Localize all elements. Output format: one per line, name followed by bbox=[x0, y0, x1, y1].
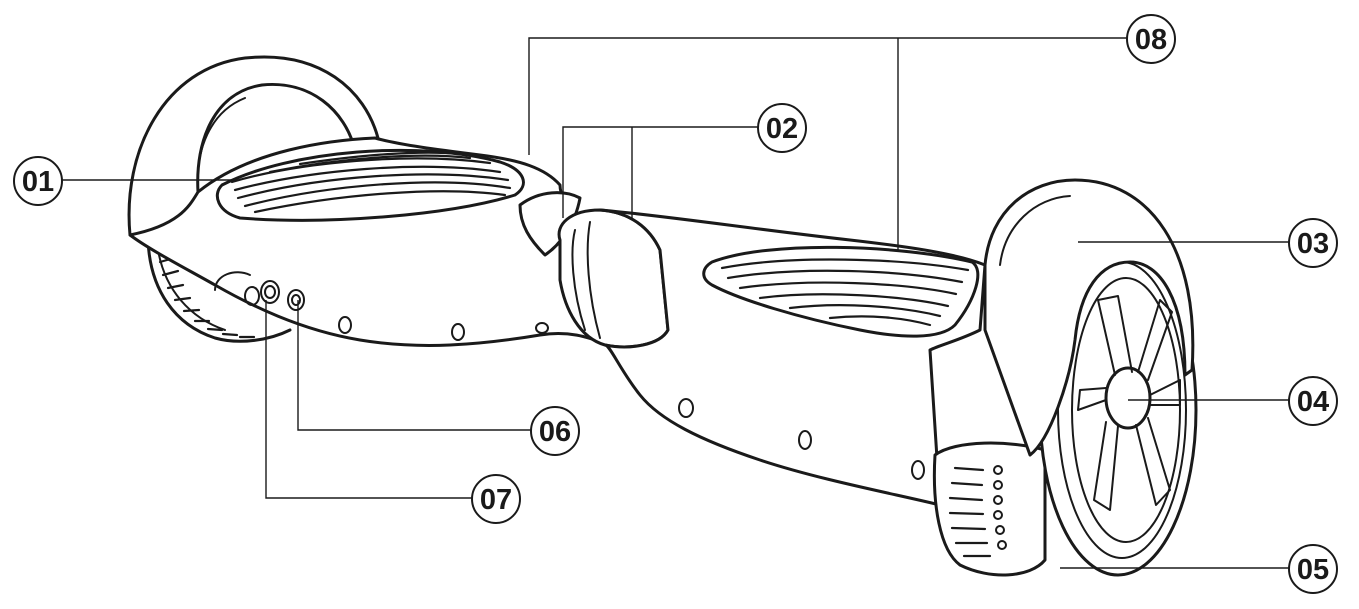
left-body-housing bbox=[128, 136, 612, 347]
callout-04: 04 bbox=[1288, 376, 1338, 426]
wheel-spokes bbox=[1077, 295, 1181, 511]
leader-06 bbox=[297, 300, 532, 431]
leader-02 bbox=[562, 126, 760, 218]
callout-label-01: 01 bbox=[22, 166, 54, 198]
center-pivot bbox=[557, 208, 670, 349]
charge-port bbox=[214, 271, 251, 291]
callout-03: 03 bbox=[1288, 218, 1338, 268]
callout-06: 06 bbox=[530, 406, 580, 456]
callout-08: 08 bbox=[1126, 14, 1176, 64]
right-fender bbox=[983, 178, 1195, 457]
right-foot-pad bbox=[702, 245, 980, 338]
left-fender bbox=[127, 55, 380, 242]
callout-label-07: 07 bbox=[480, 484, 512, 516]
left-foot-pad bbox=[216, 148, 525, 222]
right-wheel bbox=[932, 243, 1198, 577]
callout-label-02: 02 bbox=[766, 113, 798, 145]
leader-07 bbox=[265, 300, 472, 499]
callout-07: 07 bbox=[471, 474, 521, 524]
callout-label-06: 06 bbox=[539, 416, 571, 448]
callout-label-03: 03 bbox=[1297, 228, 1329, 260]
callout-01: 01 bbox=[13, 156, 63, 206]
callout-05: 05 bbox=[1288, 544, 1338, 594]
callout-02: 02 bbox=[757, 103, 807, 153]
left-tire-tread bbox=[158, 256, 256, 339]
right-body-housing bbox=[598, 208, 987, 507]
callout-label-08: 08 bbox=[1135, 24, 1167, 56]
callout-label-05: 05 bbox=[1297, 554, 1329, 586]
leader-08 bbox=[528, 37, 1128, 155]
callout-label-04: 04 bbox=[1297, 386, 1329, 418]
right-tire-tread bbox=[948, 465, 1007, 558]
leader-lines bbox=[60, 37, 1290, 569]
